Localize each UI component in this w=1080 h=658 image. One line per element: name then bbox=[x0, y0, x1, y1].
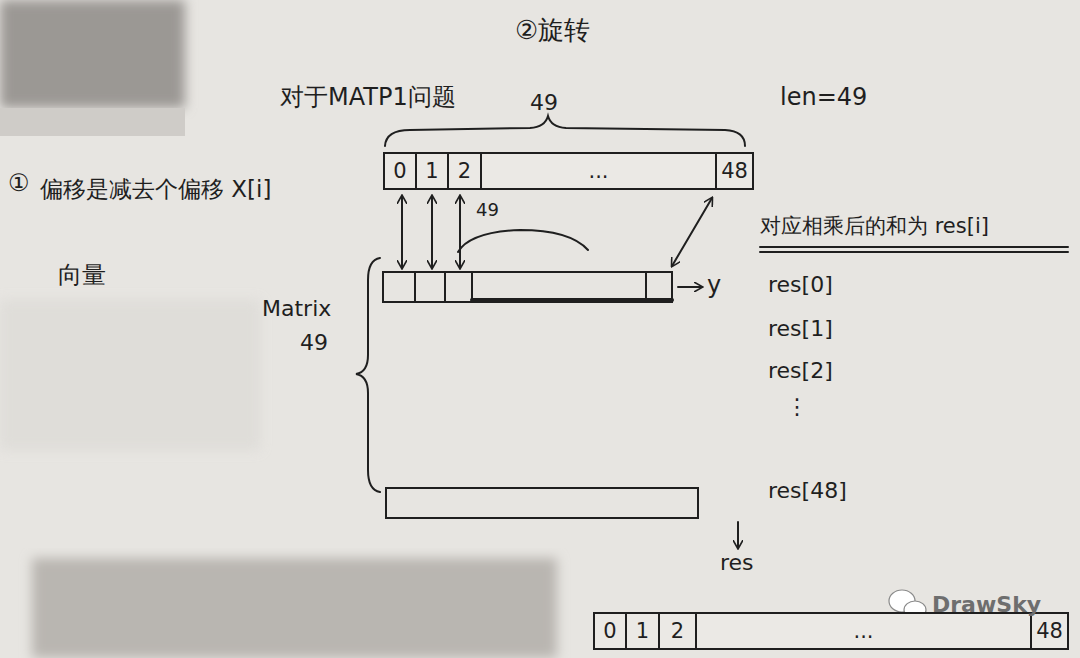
cell-text: 2 bbox=[671, 619, 684, 643]
cell-divider bbox=[414, 272, 416, 302]
array-cell: 0 bbox=[593, 612, 627, 650]
cell-text: 0 bbox=[393, 159, 406, 183]
array-cell: ... bbox=[480, 152, 717, 190]
matrix-brace bbox=[356, 258, 380, 492]
array-cell: 1 bbox=[625, 612, 660, 650]
shadow-patch bbox=[0, 108, 185, 136]
cell-divider bbox=[471, 272, 473, 302]
note-text: 偏移是减去个偏移 X[i] bbox=[40, 176, 271, 202]
result-label: res[1] bbox=[768, 316, 833, 341]
array-cell: 48 bbox=[1030, 612, 1069, 650]
result-label: res[0] bbox=[768, 272, 833, 297]
cell-text: 48 bbox=[1036, 619, 1063, 643]
squiggle bbox=[458, 230, 588, 252]
section-title: ②旋转 bbox=[515, 16, 590, 46]
underline bbox=[760, 251, 1068, 253]
problem-title: 对于MATP1问题 bbox=[280, 84, 456, 112]
underline bbox=[760, 246, 1068, 248]
row-count: 49 bbox=[300, 330, 328, 355]
length-brace bbox=[385, 116, 745, 146]
step-number: ① bbox=[8, 170, 30, 198]
watermark: DrawSky bbox=[932, 592, 1041, 617]
array-cell: ... bbox=[695, 612, 1032, 650]
ellipsis: ⋮ bbox=[786, 394, 808, 419]
thick-line bbox=[472, 298, 672, 302]
array-cell: 2 bbox=[447, 152, 482, 190]
array-cell: 2 bbox=[658, 612, 697, 650]
sum-note: 对应相乘后的和为 res[i] bbox=[760, 214, 989, 238]
cell-text: 1 bbox=[425, 159, 438, 183]
matrix-name: Matrix bbox=[262, 296, 331, 321]
pair-arrow bbox=[401, 196, 403, 268]
result-label: res[48] bbox=[768, 478, 847, 503]
cell-text: ... bbox=[588, 159, 608, 183]
shadow-patch bbox=[0, 0, 185, 108]
array-cell: 0 bbox=[383, 152, 417, 190]
pair-arrow bbox=[672, 198, 712, 266]
cell-text: 48 bbox=[721, 159, 748, 183]
result-label: res[2] bbox=[768, 358, 833, 383]
cell-divider bbox=[645, 272, 647, 302]
length-number: 49 bbox=[530, 90, 558, 115]
shadow-patch bbox=[0, 300, 260, 450]
length-note: len=49 bbox=[780, 84, 867, 112]
array-cell: 48 bbox=[715, 152, 754, 190]
cell-text: 2 bbox=[458, 159, 471, 183]
result-name: res bbox=[720, 550, 754, 575]
length-number: 49 bbox=[474, 200, 501, 221]
cell-text: 1 bbox=[636, 619, 649, 643]
matrix-row bbox=[383, 272, 672, 302]
output-symbol: y bbox=[707, 272, 721, 300]
pair-arrow bbox=[431, 196, 433, 268]
pair-arrow bbox=[459, 196, 461, 268]
shadow-patch bbox=[32, 558, 557, 658]
cell-text: 0 bbox=[603, 619, 616, 643]
down-arrow bbox=[737, 522, 739, 548]
array-cell: 1 bbox=[415, 152, 449, 190]
note-text: 向量 bbox=[58, 262, 106, 290]
cell-text: ... bbox=[853, 619, 873, 643]
matrix-row bbox=[386, 488, 698, 518]
cell-divider bbox=[444, 272, 446, 302]
result-arrow bbox=[678, 286, 702, 288]
